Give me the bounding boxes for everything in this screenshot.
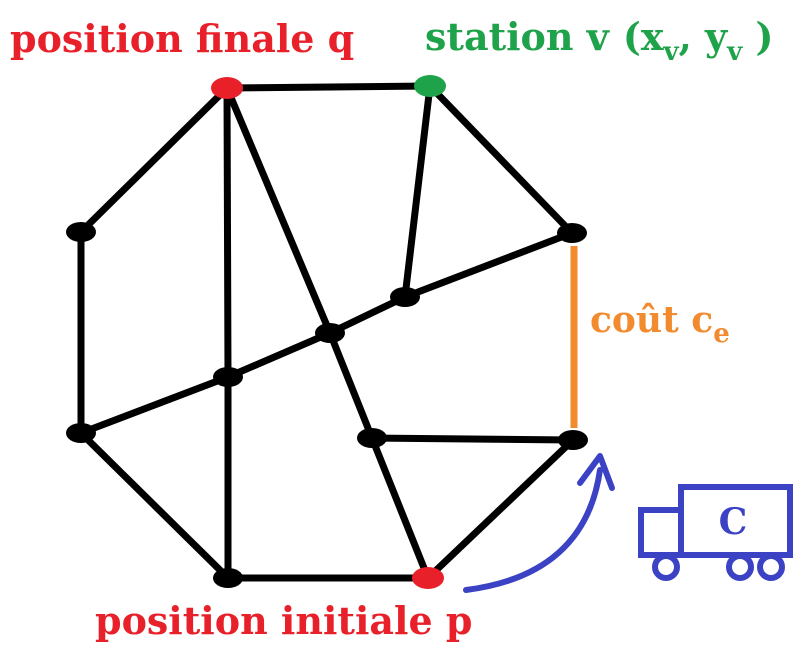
graph-node <box>213 367 243 387</box>
graph-node <box>315 323 345 343</box>
edge <box>401 82 434 301</box>
cost-label: coût ce <box>590 299 730 349</box>
truck-cab <box>638 507 684 558</box>
truck-icon <box>638 484 793 581</box>
truck-wheel <box>726 553 754 581</box>
truck-letter: C <box>719 501 748 543</box>
edge <box>77 84 231 236</box>
graph-nodes <box>66 222 588 588</box>
truck-wheel <box>652 553 680 581</box>
edge <box>77 373 232 437</box>
edge <box>368 434 577 444</box>
edge <box>224 329 334 381</box>
graph-node <box>66 222 96 242</box>
graph-node <box>66 423 96 443</box>
graph-node <box>557 223 587 243</box>
initial-position-label: position initiale p <box>95 598 472 643</box>
graph-node <box>558 430 588 450</box>
final-position-node <box>211 77 243 99</box>
edge <box>223 84 334 337</box>
graph-edges <box>77 82 577 582</box>
move-arrow <box>463 453 615 593</box>
graph-node <box>213 568 243 588</box>
station-node <box>414 75 446 97</box>
truck-cargo <box>678 484 793 558</box>
move-arrow-head <box>577 453 615 491</box>
initial-position-node <box>412 567 444 589</box>
final-position-label: position finale q <box>10 16 354 61</box>
edge <box>77 429 232 582</box>
graph-node <box>357 428 387 448</box>
graph-node <box>390 287 420 307</box>
edge <box>223 82 434 92</box>
truck-wheel <box>757 553 785 581</box>
edge <box>401 229 576 301</box>
edge <box>223 84 232 381</box>
edge <box>326 293 409 337</box>
move-arrow-curve <box>463 467 603 593</box>
edge <box>368 434 432 582</box>
edge <box>426 82 576 237</box>
edge <box>326 329 376 442</box>
station-label: station v(xv, yv ) <box>425 14 773 67</box>
edge <box>424 436 577 582</box>
